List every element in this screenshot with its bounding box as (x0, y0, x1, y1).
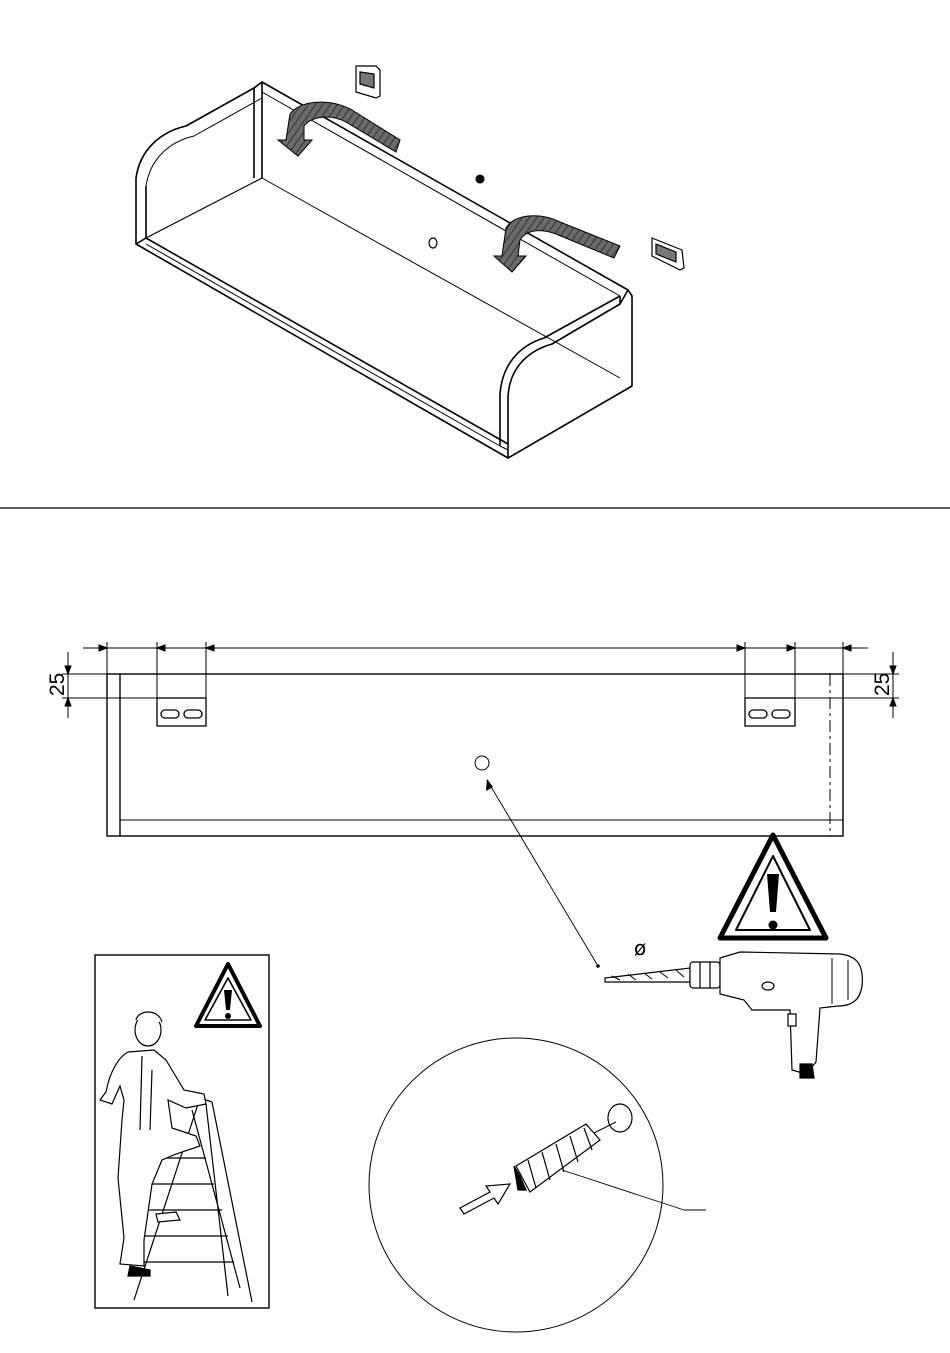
wall-bracket-icon (652, 238, 684, 270)
drill-diameter-symbol: ø (634, 936, 646, 960)
bracket-left (157, 698, 206, 726)
warning-triangle-icon (720, 835, 826, 938)
drill-point-marker (476, 175, 485, 184)
tape-arrow-left (278, 102, 400, 156)
dimension-right-25: 25 (871, 673, 894, 696)
wall-bracket-icon (356, 66, 380, 98)
centre-lines (120, 674, 843, 820)
leader-line (487, 780, 598, 966)
dimension-left-25: 25 (46, 673, 69, 696)
centre-hole (475, 756, 489, 770)
drill-icon (605, 952, 862, 1078)
shelf-front-elevation (107, 674, 843, 836)
ladder-safety-panel (95, 955, 269, 1308)
wall-plug-detail (369, 1038, 706, 1332)
bracket-right (745, 698, 795, 726)
tape-arrow-right (494, 216, 620, 272)
